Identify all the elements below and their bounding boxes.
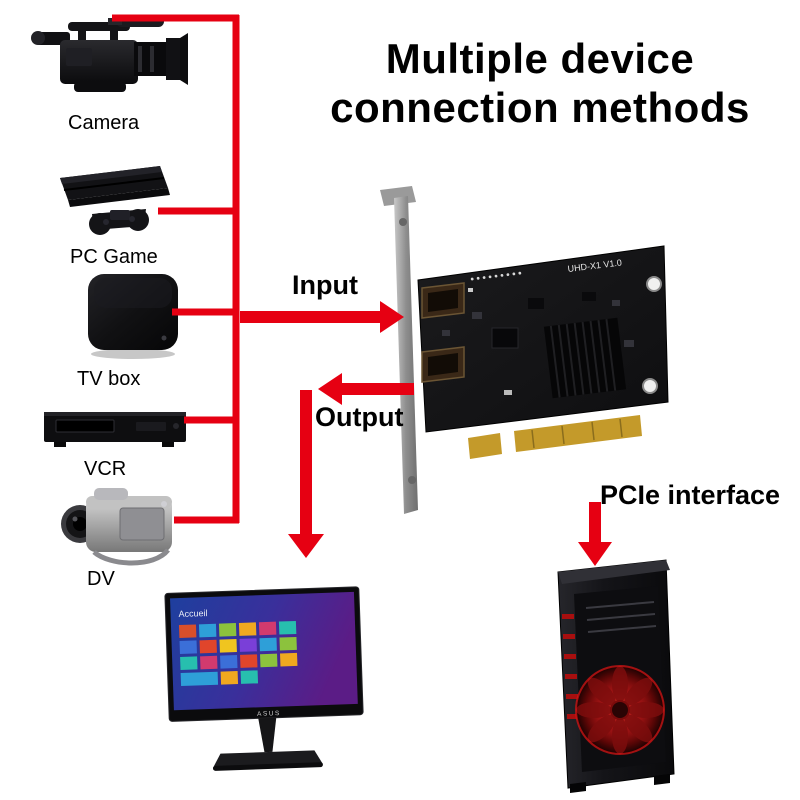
pin-header (470, 271, 522, 281)
camera-label: Camera (68, 112, 140, 134)
output-down-head (288, 534, 324, 558)
pcie-fingers-long (514, 415, 642, 452)
dv-camcorder-icon (61, 488, 172, 566)
monitor-stand-neck (258, 717, 277, 753)
screen-title-text: Accueil (178, 608, 207, 619)
pc-tower-image (557, 559, 675, 793)
screw-hole-2 (642, 378, 658, 394)
input-label: Input (292, 270, 358, 300)
fan-blades (576, 666, 664, 754)
pc-tower-device (516, 550, 711, 795)
tower-top (558, 560, 670, 584)
title-line-2: connection methods (330, 84, 750, 132)
vcr-label: VCR (84, 458, 127, 480)
pc-game-device (48, 148, 183, 246)
tv-box-icon (88, 274, 178, 359)
tower-vents (562, 614, 579, 719)
tv-box-device (76, 268, 191, 363)
vcr-icon (44, 412, 186, 447)
dv-device (50, 480, 190, 575)
heatsink (543, 317, 627, 399)
vcr-display (136, 422, 166, 431)
camera-device (30, 8, 190, 108)
vcr-device (40, 400, 190, 458)
dv-strap (92, 548, 170, 566)
game-console-icon (60, 166, 170, 235)
monitor-brand-text: ASUS (257, 710, 281, 718)
pc-game-label: PC Game (70, 246, 158, 268)
card-pcb (417, 245, 669, 433)
camera-mic (116, 16, 164, 27)
start-screen-tiles (178, 620, 298, 687)
monitor-image: Accueil ASUS (164, 586, 364, 771)
pcie-fingers-short (468, 433, 502, 459)
capture-card: UHD-X1 V1.0 (372, 180, 692, 532)
dv-screen (119, 507, 165, 541)
title-line-1: Multiple device (385, 35, 695, 82)
pcb-components (442, 288, 634, 395)
tower-drive-slots (585, 601, 657, 633)
output-down-shaft (300, 390, 312, 536)
output-label: Output (315, 402, 404, 432)
fan-hub (610, 700, 630, 720)
page-title: Multiple device connection methods (290, 34, 790, 132)
monitor-device: Accueil ASUS (160, 582, 375, 782)
screw-hole-1 (646, 276, 662, 292)
capture-card-image: UHD-X1 V1.0 (380, 186, 669, 514)
card-bracket (394, 196, 418, 514)
vcr-tape-slot (55, 419, 115, 433)
pcie-interface-label: PCIe interface (600, 480, 781, 510)
input-arrow-shaft (240, 311, 380, 323)
dv-label: DV (87, 568, 115, 590)
camera-icon (31, 16, 188, 92)
output-arrow-head (318, 373, 342, 405)
camera-lens-hood (180, 33, 188, 85)
tv-box-label: TV box (77, 368, 141, 390)
gamepad (89, 209, 149, 235)
